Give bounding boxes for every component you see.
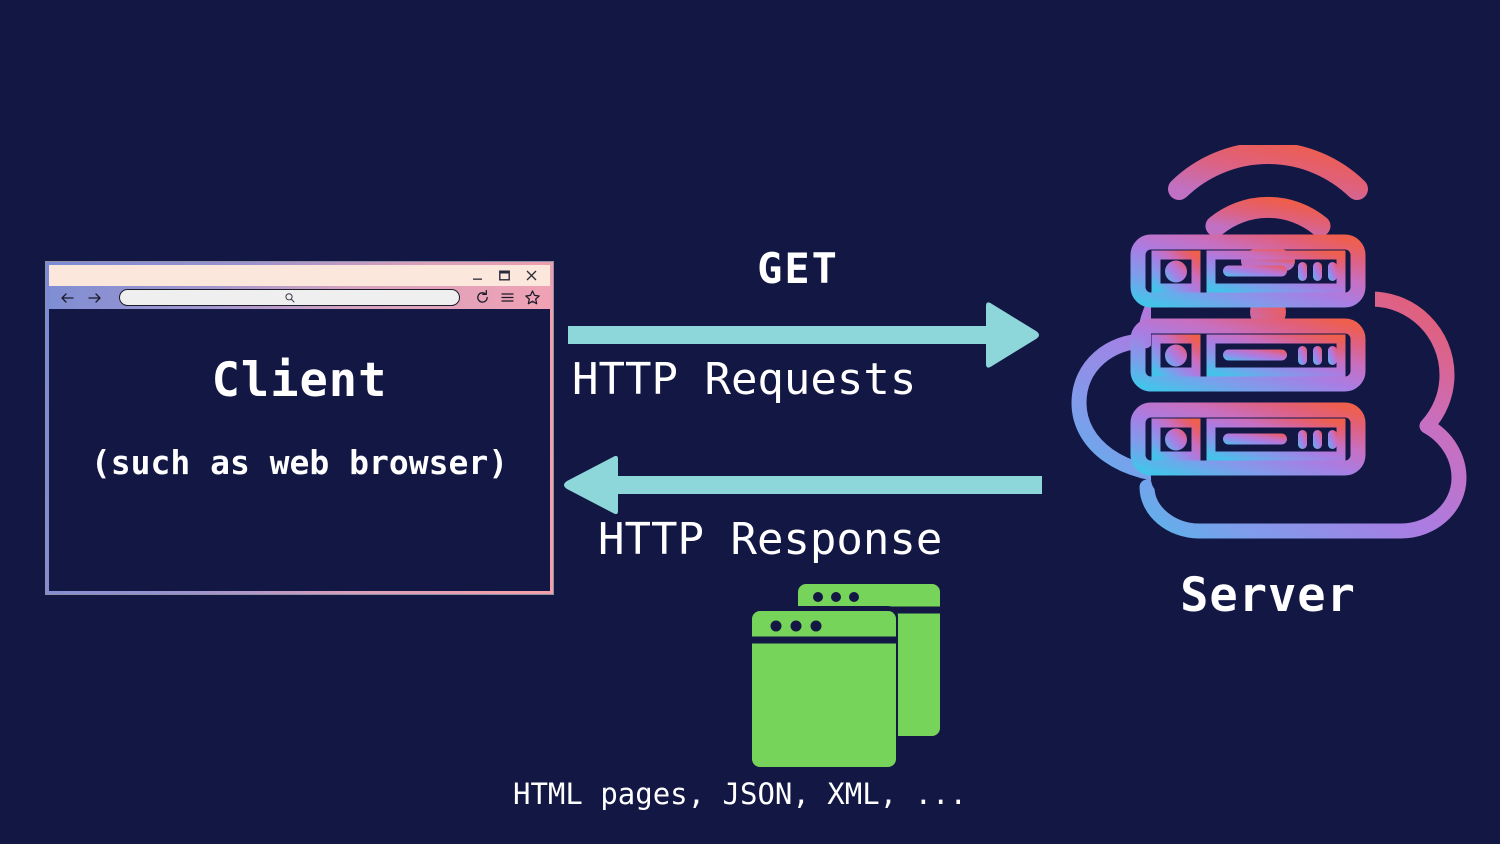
hamburger-menu-icon[interactable] (499, 289, 516, 306)
cloud-server-rack-icon (1071, 145, 1467, 539)
close-icon[interactable] (525, 269, 538, 282)
rack-unit-3 (1130, 402, 1366, 476)
page-front (752, 611, 896, 767)
client-title: Client (211, 353, 388, 408)
http-response-label: HTTP Response (598, 514, 943, 565)
browser-viewport: Client (such as web browser) (49, 309, 550, 591)
browser-toolbar (49, 286, 550, 309)
http-request-arrow (568, 302, 1039, 368)
http-response-arrow (564, 455, 1042, 515)
stacked-web-pages-icon (748, 584, 940, 767)
client-browser-window: Client (such as web browser) (45, 261, 554, 595)
payload-types-label: HTML pages, JSON, XML, ... (0, 780, 1500, 809)
reload-icon[interactable] (474, 289, 491, 306)
rack-unit-1 (1130, 234, 1366, 308)
maximize-icon[interactable] (498, 269, 511, 282)
server-label: Server (1180, 568, 1356, 623)
payload-types-text: HTML pages, JSON, XML, ... (513, 777, 967, 811)
back-arrow-icon[interactable] (59, 290, 77, 306)
server-rack-stack (1130, 234, 1366, 476)
request-method-label: GET (757, 244, 839, 293)
star-icon[interactable] (524, 289, 541, 306)
rack-unit-2 (1130, 318, 1366, 392)
browser-inner-frame: Client (such as web browser) (49, 265, 550, 591)
minimize-icon[interactable] (471, 269, 484, 282)
address-bar-input[interactable] (119, 289, 460, 306)
forward-arrow-icon[interactable] (85, 290, 103, 306)
client-subtitle: (such as web browser) (90, 443, 509, 482)
http-requests-label: HTTP Requests (572, 354, 917, 405)
search-icon (284, 292, 294, 302)
browser-title-bar (49, 265, 550, 286)
